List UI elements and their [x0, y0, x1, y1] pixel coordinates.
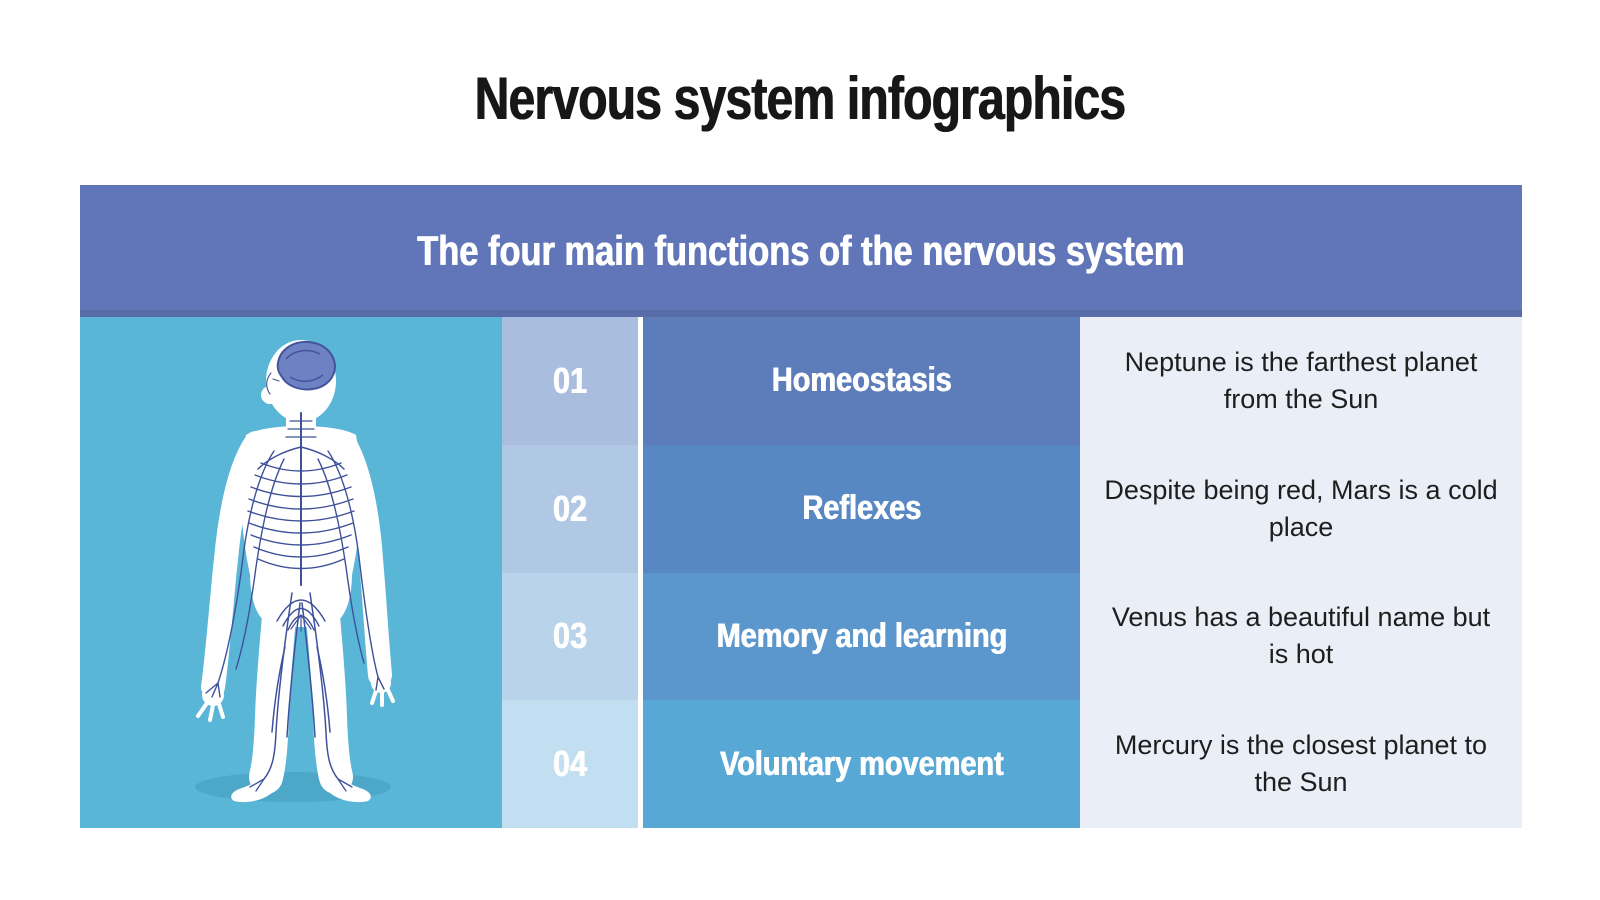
human-nervous-system-icon [195, 340, 395, 803]
page-title: Nervous system infographics [474, 65, 1126, 132]
description-cell: Mercury is the closest planet to the Sun [1114, 730, 1488, 798]
number-cell: 01 [502, 317, 638, 445]
function-cell: Memory and learning [643, 572, 1080, 701]
number-cell: 03 [502, 572, 638, 701]
table-header-label: The four main functions of the nervous s… [417, 227, 1185, 274]
description-cell: Neptune is the farthest planet from the … [1124, 346, 1478, 414]
table-body: 01 02 03 04 Homeostasis Reflexes Memory … [80, 317, 1522, 828]
function-cell: Homeostasis [643, 317, 1080, 445]
function-cell: Voluntary movement [643, 700, 1080, 828]
number-cell: 04 [502, 700, 638, 828]
description-cell: Despite being red, Mars is a cold place [1104, 474, 1498, 542]
description-column: Neptune is the farthest planet from the … [1080, 317, 1522, 828]
table-header: The four main functions of the nervous s… [80, 185, 1522, 317]
infographic-table: The four main functions of the nervous s… [80, 185, 1522, 828]
illustration-panel [80, 317, 502, 828]
function-column: Homeostasis Reflexes Memory and learning… [643, 317, 1080, 828]
function-cell: Reflexes [643, 444, 1080, 573]
column-divider [638, 317, 643, 828]
description-cell: Venus has a beautiful name but is hot [1111, 602, 1491, 670]
number-cell: 02 [502, 444, 638, 573]
number-column: 01 02 03 04 [502, 317, 638, 828]
